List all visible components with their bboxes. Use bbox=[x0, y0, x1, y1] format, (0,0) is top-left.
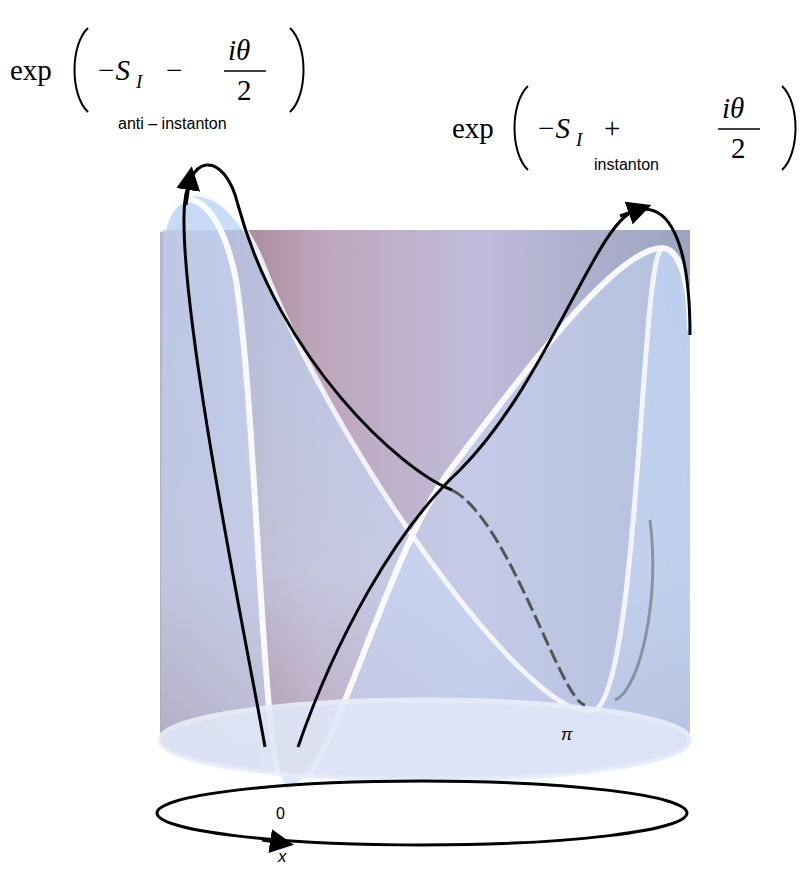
formula-denominator: 2 bbox=[731, 134, 746, 163]
formula-subscript: I bbox=[576, 130, 582, 149]
formula-text: −S bbox=[536, 114, 570, 143]
axis-point-label: 0 bbox=[276, 806, 285, 822]
formula-text: exp bbox=[452, 114, 494, 143]
formula-subscript: I bbox=[136, 72, 142, 91]
axis-label: x bbox=[278, 848, 287, 865]
formula-text: −S bbox=[96, 56, 130, 85]
formula-text: exp bbox=[10, 56, 52, 85]
axis-point-label: π bbox=[561, 726, 572, 743]
formula-numerator: iθ bbox=[722, 94, 744, 123]
formula-denominator: 2 bbox=[237, 76, 252, 105]
formula-text: + bbox=[604, 114, 620, 143]
formula-numerator: iθ bbox=[228, 36, 250, 65]
instanton-label: instanton bbox=[594, 157, 659, 173]
formula-text: − bbox=[166, 56, 182, 85]
anti-instanton-label: anti – instanton bbox=[118, 116, 227, 132]
